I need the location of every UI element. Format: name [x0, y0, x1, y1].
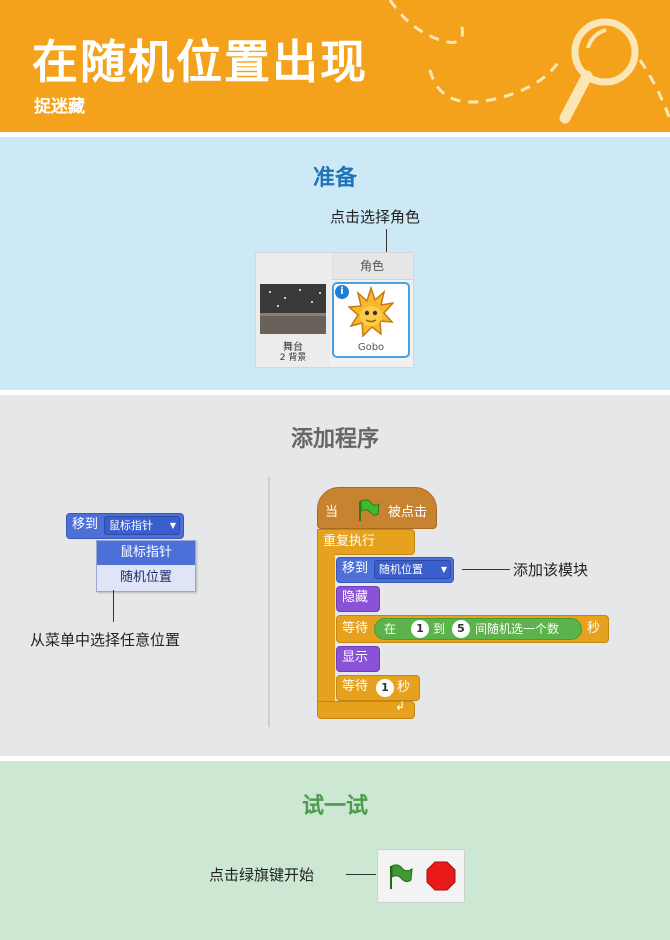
sprite-pane: 角色 舞台 2 背景 i Gobo	[255, 252, 414, 368]
dropdown-value: 随机位置	[379, 563, 423, 576]
green-flag-icon	[359, 499, 380, 521]
callout-line	[113, 590, 114, 622]
prepare-title: 准备	[312, 166, 357, 191]
header-banner: 在随机位置出现 捉迷藏	[0, 0, 670, 132]
dropdown-arrow-icon: ▼	[440, 565, 447, 574]
callout-line	[462, 569, 510, 570]
forever-block[interactable]: 重复执行	[317, 529, 415, 555]
dropdown-menu: 鼠标指针 随机位置	[96, 540, 196, 592]
random-mid: 到	[433, 622, 446, 636]
pick-random-block[interactable]: 在 1 到 5 间随机选一个数	[374, 618, 582, 640]
goto-label: 移到	[342, 561, 369, 576]
menu-item-mouse-pointer[interactable]: 鼠标指针	[97, 541, 195, 565]
show-label: 显示	[342, 650, 369, 665]
magnifier-decoration-icon	[388, 0, 670, 124]
random-from-input[interactable]: 1	[411, 620, 429, 638]
callout-line	[346, 874, 376, 875]
hide-label: 隐藏	[342, 590, 369, 605]
seconds-label: 秒	[587, 621, 601, 636]
program-title: 添加程序	[290, 427, 379, 452]
sprite-name: Gobo	[357, 342, 385, 353]
random-prefix: 在	[384, 622, 397, 636]
random-suffix: 间随机选一个数	[475, 622, 560, 636]
page-subtitle: 捉迷藏	[34, 97, 85, 117]
when-flag-clicked-block[interactable]: 当 被点击	[317, 487, 437, 529]
show-block[interactable]: 显示	[336, 646, 380, 672]
try-title: 试一试	[301, 794, 368, 819]
add-block-callout: 添加该模块	[513, 561, 589, 579]
wait-label: 等待	[342, 621, 369, 636]
forever-label: 重复执行	[323, 534, 376, 549]
hide-block[interactable]: 隐藏	[336, 586, 380, 612]
divider	[268, 477, 270, 727]
stage-label[interactable]: 舞台 2 背景	[256, 342, 330, 364]
info-icon[interactable]: i	[335, 285, 349, 299]
page-title: 在随机位置出现	[32, 35, 368, 89]
stage-name: 舞台	[283, 342, 303, 353]
goto-label: 移到	[72, 517, 99, 532]
try-section: 试一试 点击绿旗键开始	[0, 761, 670, 940]
forever-arm	[317, 553, 335, 703]
menu-item-random-position[interactable]: 随机位置	[119, 570, 172, 585]
dropdown-value: 鼠标指针	[109, 519, 153, 532]
stage-backdrop-count: 2 背景	[279, 353, 307, 363]
menu-callout: 从菜单中选择任意位置	[30, 631, 181, 649]
green-flag-button[interactable]	[386, 863, 414, 891]
random-to-input[interactable]: 5	[452, 620, 470, 638]
stop-button[interactable]	[426, 861, 456, 891]
forever-footer: ↲	[317, 699, 415, 719]
gobo-sprite-icon	[348, 286, 394, 338]
green-flag-callout: 点击绿旗键开始	[209, 866, 315, 884]
stage-thumbnail[interactable]	[260, 284, 326, 334]
sprite-card-gobo[interactable]: i Gobo	[332, 282, 410, 358]
run-controls	[377, 849, 465, 903]
wait-label: 等待	[342, 679, 369, 694]
wait-seconds-input[interactable]: 1	[376, 679, 394, 697]
seconds-label: 秒	[397, 680, 411, 695]
sprites-tab[interactable]: 角色	[331, 253, 413, 280]
goto-dropdown[interactable]: 鼠标指针 ▼	[104, 516, 180, 535]
loop-arrow-icon: ↲	[395, 699, 406, 713]
hat-suffix: 被点击	[388, 505, 428, 520]
goto-random-dropdown[interactable]: 随机位置 ▼	[374, 560, 451, 579]
dropdown-arrow-icon: ▼	[169, 521, 176, 530]
select-sprite-callout: 点击选择角色	[330, 208, 421, 226]
hat-prefix: 当	[325, 505, 339, 520]
